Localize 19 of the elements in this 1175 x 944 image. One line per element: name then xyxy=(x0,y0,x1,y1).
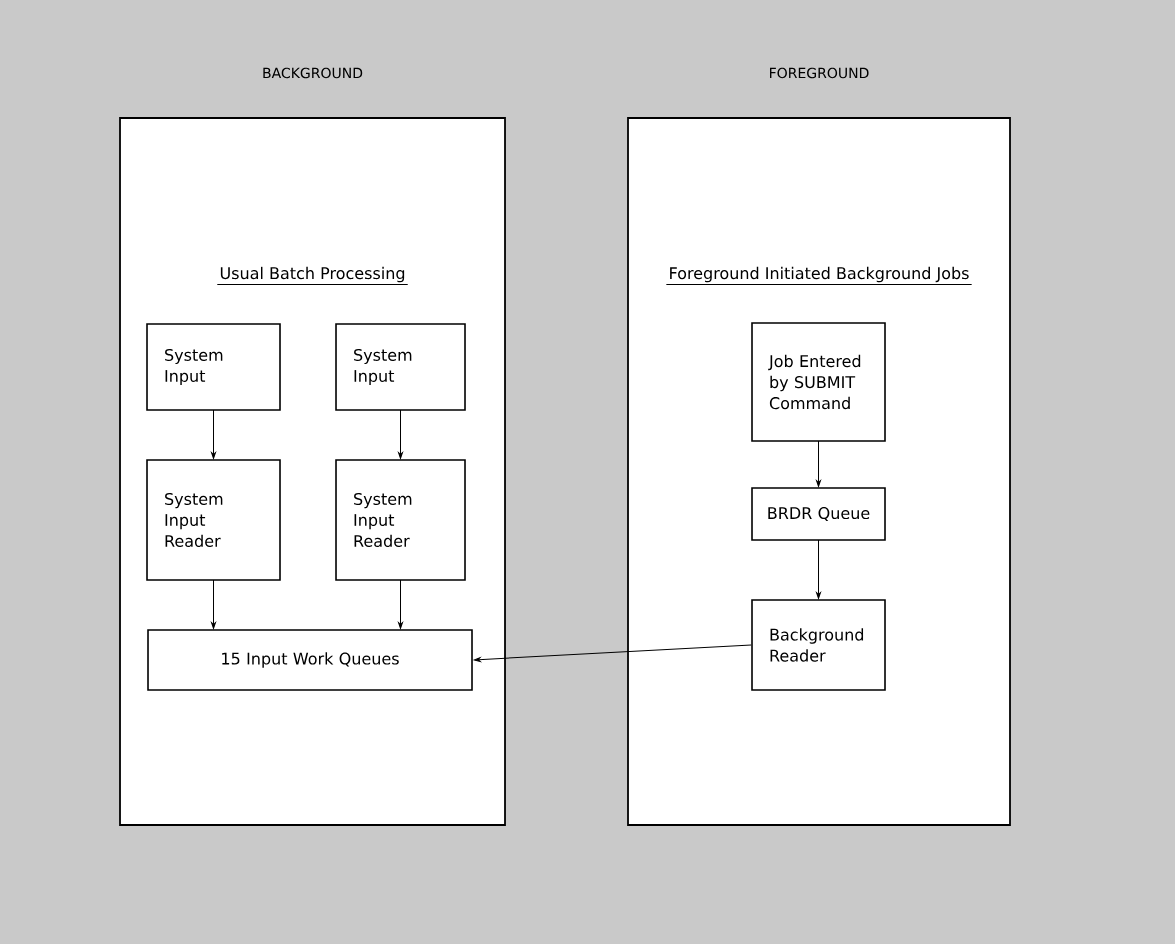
process-box: System Input xyxy=(335,323,466,411)
panel-heading: BACKGROUND xyxy=(263,67,363,79)
panel-heading: FOREGROUND xyxy=(770,67,869,79)
process-box: 15 Input Work Queues xyxy=(147,629,473,691)
process-box: BRDR Queue xyxy=(751,487,886,541)
arrow xyxy=(398,579,403,629)
process-box: System Input xyxy=(146,323,281,411)
arrow xyxy=(211,579,216,629)
section-heading: Usual Batch Processing xyxy=(220,266,405,283)
process-box: System Input Reader xyxy=(146,459,281,581)
process-box: Background Reader xyxy=(751,599,886,691)
arrow xyxy=(816,440,821,487)
arrow xyxy=(473,644,752,662)
arrow xyxy=(211,409,216,459)
section-heading: Foreground Initiated Background Jobs xyxy=(670,266,969,283)
process-box: Job Entered by SUBMIT Command xyxy=(751,322,886,442)
process-box: System Input Reader xyxy=(335,459,466,581)
arrow xyxy=(398,409,403,459)
arrow xyxy=(816,539,821,599)
